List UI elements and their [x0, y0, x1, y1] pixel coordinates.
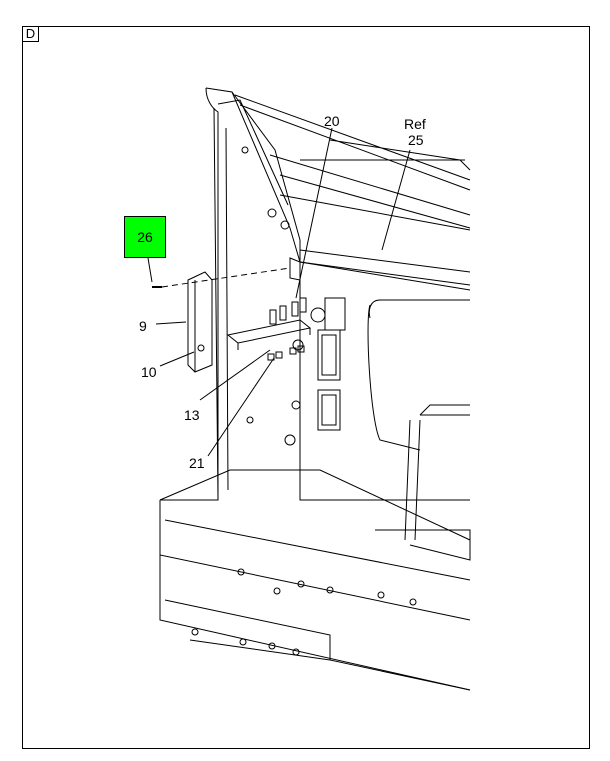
- bracket-9: [187, 271, 213, 373]
- callout-26-highlight[interactable]: 26: [124, 216, 166, 258]
- view-label: D: [22, 26, 39, 42]
- cab-inner-wall: [299, 261, 471, 501]
- diagram-frame: [22, 26, 590, 749]
- mount-plate-13: [226, 319, 312, 350]
- bolts-20: [269, 297, 307, 325]
- callout-13-label: 13: [184, 407, 200, 423]
- a-pillar: [160, 87, 301, 501]
- nuts-21: [267, 345, 305, 361]
- callout-25-label: 25: [408, 132, 424, 148]
- callout-26-label: 26: [137, 229, 153, 245]
- connector-panel: [317, 297, 346, 431]
- rear-bracket: [404, 404, 470, 541]
- leader-13: [199, 349, 271, 401]
- callout-21-label: 21: [189, 455, 205, 471]
- callout-9-label: 9: [139, 318, 147, 334]
- roof-rail: [234, 94, 471, 229]
- leader-9: [155, 321, 187, 325]
- cab-floor: [159, 500, 471, 691]
- leader-21: [207, 357, 275, 457]
- callout-10-label: 10: [141, 364, 157, 380]
- ref-label: Ref: [404, 116, 426, 132]
- callout-20-label: 20: [324, 113, 340, 129]
- leader-10: [159, 351, 195, 367]
- leader-26: [147, 257, 153, 283]
- access-panel: [367, 299, 470, 451]
- leader-25: [381, 149, 411, 251]
- leader-20: [295, 127, 333, 299]
